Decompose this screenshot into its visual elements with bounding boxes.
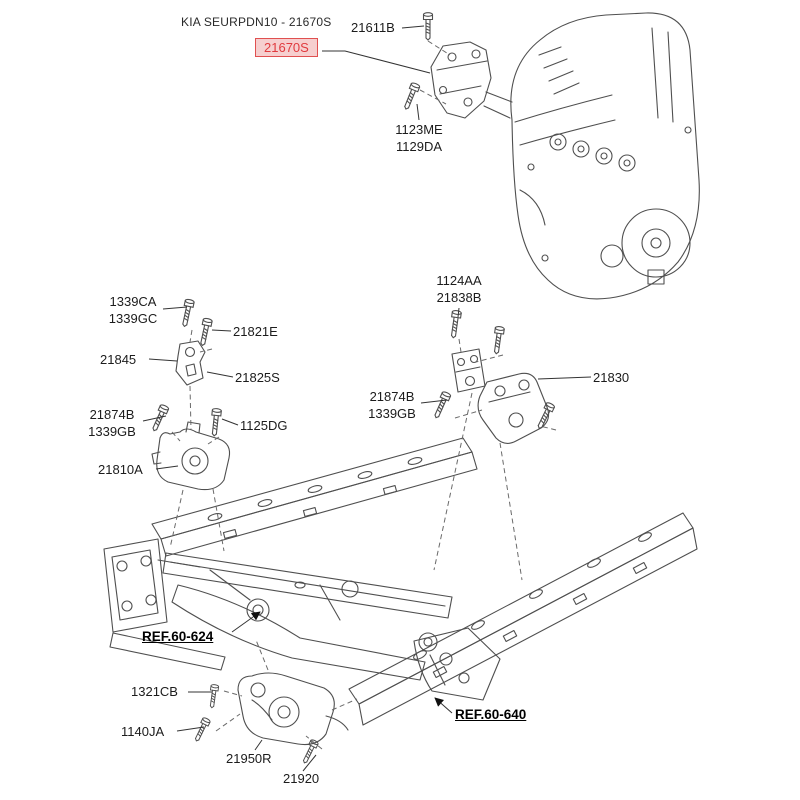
part-label-1321cb[interactable]: 1321CB — [131, 684, 178, 699]
part-label-1123me[interactable]: 1123ME — [395, 122, 443, 137]
left-bracket-drawing — [175, 340, 206, 386]
roll-rod-mount-drawing — [237, 672, 349, 746]
part-label-1140ja[interactable]: 1140JA — [121, 724, 165, 739]
part-label-21950r[interactable]: 21950R — [226, 751, 272, 766]
assembly-dashed-lines — [169, 40, 557, 750]
part-label-21611b[interactable]: 21611B — [351, 20, 395, 35]
bolt-1140ja-icon — [192, 716, 212, 744]
part-label-21830[interactable]: 21830 — [593, 370, 630, 385]
part-label-21920[interactable]: 21920 — [283, 771, 320, 786]
part-label-group-1124aa-21838b: 1124AA 21838B — [426, 272, 492, 306]
part-label-1339gb-mid[interactable]: 1339GB — [368, 406, 416, 421]
part-label-1129da[interactable]: 1129DA — [395, 139, 442, 154]
mid-bracket-plate-drawing — [451, 348, 486, 393]
bolt-1124aa-icon — [448, 309, 463, 339]
ref-label-60-640[interactable]: REF.60-640 — [455, 707, 527, 722]
part-label-group-1339ca-1339gc: 1339CA 1339GC — [101, 293, 165, 327]
part-label-21838b[interactable]: 21838B — [436, 290, 482, 305]
part-label-21825s[interactable]: 21825S — [235, 370, 280, 385]
engine-drawing — [483, 12, 700, 300]
part-label-21810a[interactable]: 21810A — [98, 462, 143, 477]
part-label-1339gb-left[interactable]: 1339GB — [88, 424, 136, 439]
frame-drawing — [103, 437, 698, 726]
bolt-1339ca-icon — [179, 298, 196, 328]
callout-leader-lines — [142, 25, 592, 772]
bolt-21874b-left-icon — [149, 403, 170, 434]
bolt-21838b-icon — [491, 325, 506, 355]
part-label-1125dg[interactable]: 1125DG — [240, 418, 288, 433]
part-label-1124aa[interactable]: 1124AA — [436, 273, 482, 288]
transmission-mount-drawing — [477, 372, 550, 444]
bolt-21611b-icon — [422, 12, 434, 41]
bolt-glyphs — [149, 12, 556, 766]
part-label-group-21874b-1339gb-left: 21874B 1339GB — [80, 406, 144, 440]
part-label-1339ca[interactable]: 1339CA — [109, 294, 157, 309]
part-label-21874b-left[interactable]: 21874B — [89, 407, 135, 422]
part-label-21874b-mid[interactable]: 21874B — [369, 389, 415, 404]
part-label-21821e[interactable]: 21821E — [233, 324, 278, 339]
part-label-group-1123me-1129da: 1123ME 1129DA — [386, 121, 452, 155]
ref-label-60-624[interactable]: REF.60-624 — [142, 629, 214, 644]
bolt-1125dg-icon — [209, 407, 223, 437]
part-label-group-21874b-1339gb-mid: 21874B 1339GB — [360, 388, 424, 422]
bolt-21830-icon — [534, 401, 556, 431]
part-label-21845[interactable]: 21845 — [100, 352, 137, 367]
bolt-1321cb-icon — [207, 683, 220, 709]
left-engine-mount-drawing — [151, 421, 231, 491]
part-label-21670s-selected[interactable]: 21670S — [255, 38, 318, 57]
ref-60-640-arrow — [434, 697, 453, 714]
diagram-title: KIA SEURPDN10 - 21670S — [181, 15, 332, 29]
bolt-21874b-mid-icon — [431, 390, 452, 421]
part-label-1339gc[interactable]: 1339GC — [108, 311, 158, 326]
upper-mount-bracket-drawing — [430, 41, 492, 119]
bolt-21821e-icon — [197, 317, 214, 347]
ref-60-624-arrow — [231, 611, 261, 633]
